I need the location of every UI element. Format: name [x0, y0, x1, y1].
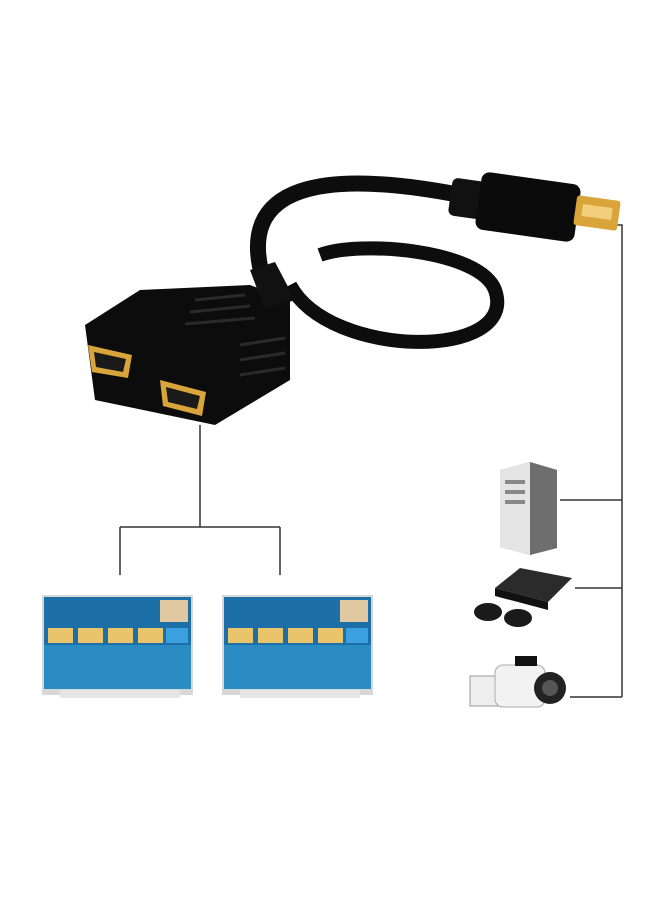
smart-tv-icon: [42, 595, 193, 698]
plug-to-sources-line: [560, 224, 623, 698]
connection-lines: [119, 224, 623, 698]
smart-tv-icon: [222, 595, 373, 698]
camcorder-icon: [469, 656, 566, 708]
splitter-to-tvs-line: [119, 425, 281, 575]
desktop-pc-tower-icon: [500, 462, 557, 555]
hdmi-port-2: [160, 380, 206, 416]
hdmi-splitter-cable-icon: [85, 172, 621, 425]
hdmi-port-1: [88, 345, 132, 378]
game-console-icon: [474, 568, 572, 627]
